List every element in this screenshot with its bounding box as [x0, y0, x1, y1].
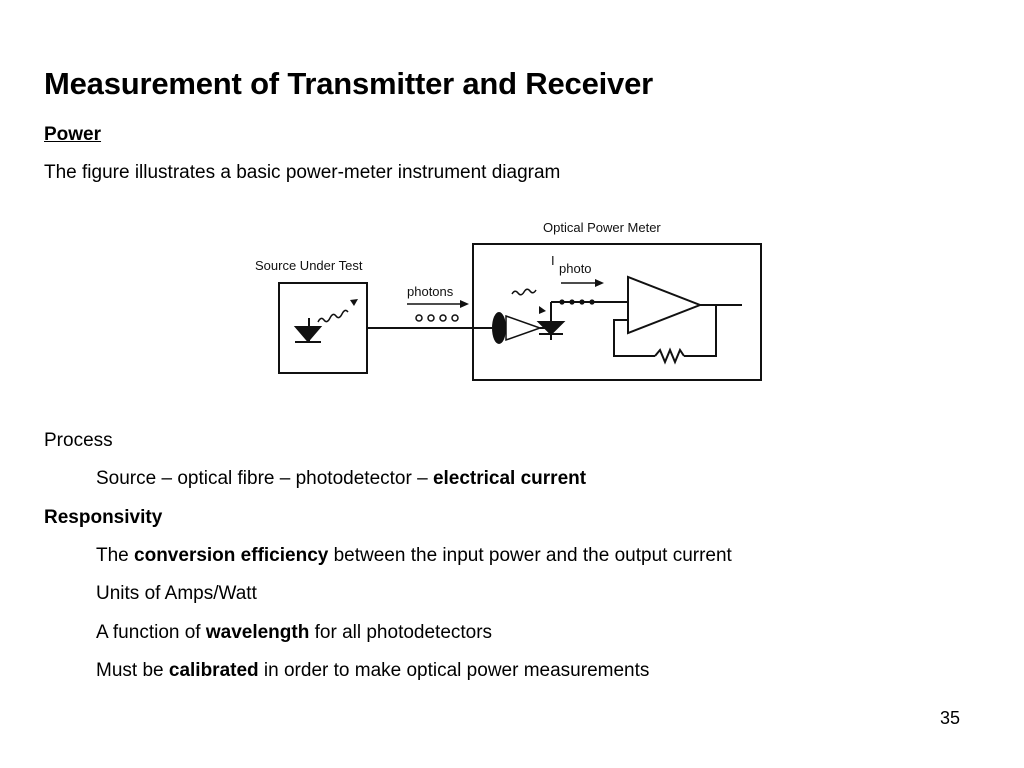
- lens-icon: [505, 314, 543, 342]
- responsivity-line-4: Must be calibrated in order to make opti…: [96, 660, 649, 682]
- photodiode-icon: [536, 302, 566, 340]
- process-chain-bold: electrical current: [432, 468, 587, 489]
- feedback-loop: [684, 305, 717, 357]
- meter-label: Optical Power Meter: [543, 220, 661, 235]
- emission-wave-icon: [317, 309, 349, 323]
- line4-bold: calibrated: [168, 660, 259, 681]
- amplifier-icon: [627, 275, 703, 335]
- incident-arrow-icon: [539, 306, 546, 314]
- fiber-connector-icon: [492, 312, 506, 344]
- page-number: 35: [940, 708, 961, 728]
- process-chain-text: Source – optical fibre – photodetector –: [96, 468, 433, 489]
- process-chain: Source – optical fibre – photodetector –…: [96, 468, 586, 490]
- line4-post: in order to make optical power measureme…: [258, 660, 650, 681]
- line3-pre: A function of: [96, 622, 206, 643]
- emission-arrow-icon: [350, 299, 358, 306]
- photons-arrowhead-icon: [460, 300, 469, 308]
- led-icon: [293, 318, 323, 343]
- line1-bold: conversion efficiency: [134, 545, 329, 566]
- line1-pre: The: [96, 545, 135, 566]
- responsivity-line-1: The conversion efficiency between the in…: [96, 545, 732, 567]
- process-heading: Process: [44, 430, 113, 451]
- meter-box: [472, 243, 762, 381]
- feedback-return: [613, 319, 655, 357]
- incident-wave-icon: [511, 288, 537, 296]
- power-meter-diagram: Optical Power Meter Source Under Test ph…: [255, 220, 762, 381]
- current-label: photo: [559, 261, 592, 276]
- source-box: [278, 282, 368, 374]
- intro-text: The figure illustrates a basic power-met…: [44, 162, 561, 183]
- subheading-power: Power: [44, 124, 102, 145]
- electron-dots: [559, 299, 595, 305]
- line1-post: between the input power and the output c…: [328, 545, 732, 566]
- responsivity-heading: Responsivity: [44, 507, 163, 528]
- current-arrowhead-icon: [595, 279, 604, 287]
- responsivity-line-2: Units of Amps/Watt: [96, 583, 257, 604]
- slide-title: Measurement of Transmitter and Receiver: [44, 66, 653, 101]
- responsivity-line-3: A function of wavelength for all photode…: [96, 622, 492, 644]
- source-label: Source Under Test: [255, 258, 363, 273]
- photons-label: photons: [407, 284, 454, 299]
- feedback-resistor-icon: [654, 347, 685, 365]
- line3-post: for all photodetectors: [309, 622, 493, 643]
- line4-pre: Must be: [96, 660, 169, 681]
- line3-bold: wavelength: [205, 622, 310, 643]
- current-symbol: I: [551, 253, 555, 268]
- photon-dots: [415, 314, 459, 322]
